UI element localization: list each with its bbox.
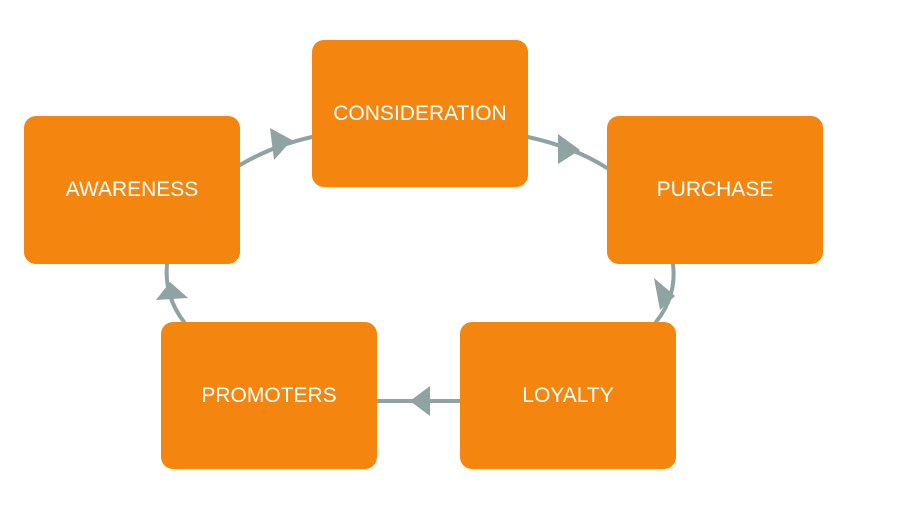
- stage-purchase-box: PURCHASE: [607, 116, 823, 264]
- stage-consideration-label: CONSIDERATION: [333, 101, 507, 125]
- stage-promoters-box: PROMOTERS: [161, 322, 377, 469]
- arrowhead-to-loyalty: [654, 278, 675, 310]
- arrowhead-to-awareness: [156, 282, 188, 300]
- stage-awareness-box: AWARENESS: [24, 116, 240, 264]
- arrowhead-to-purchase: [558, 134, 580, 164]
- stage-loyalty-box: LOYALTY: [460, 322, 676, 469]
- stage-promoters-label: PROMOTERS: [201, 383, 337, 407]
- stage-consideration-box: CONSIDERATION: [312, 40, 528, 187]
- arrowhead-to-promoters: [410, 386, 430, 416]
- arrowhead-to-consideration: [270, 128, 292, 160]
- stage-loyalty-label: LOYALTY: [522, 383, 614, 407]
- stage-awareness-label: AWARENESS: [65, 178, 199, 201]
- stage-purchase-label: PURCHASE: [656, 178, 774, 201]
